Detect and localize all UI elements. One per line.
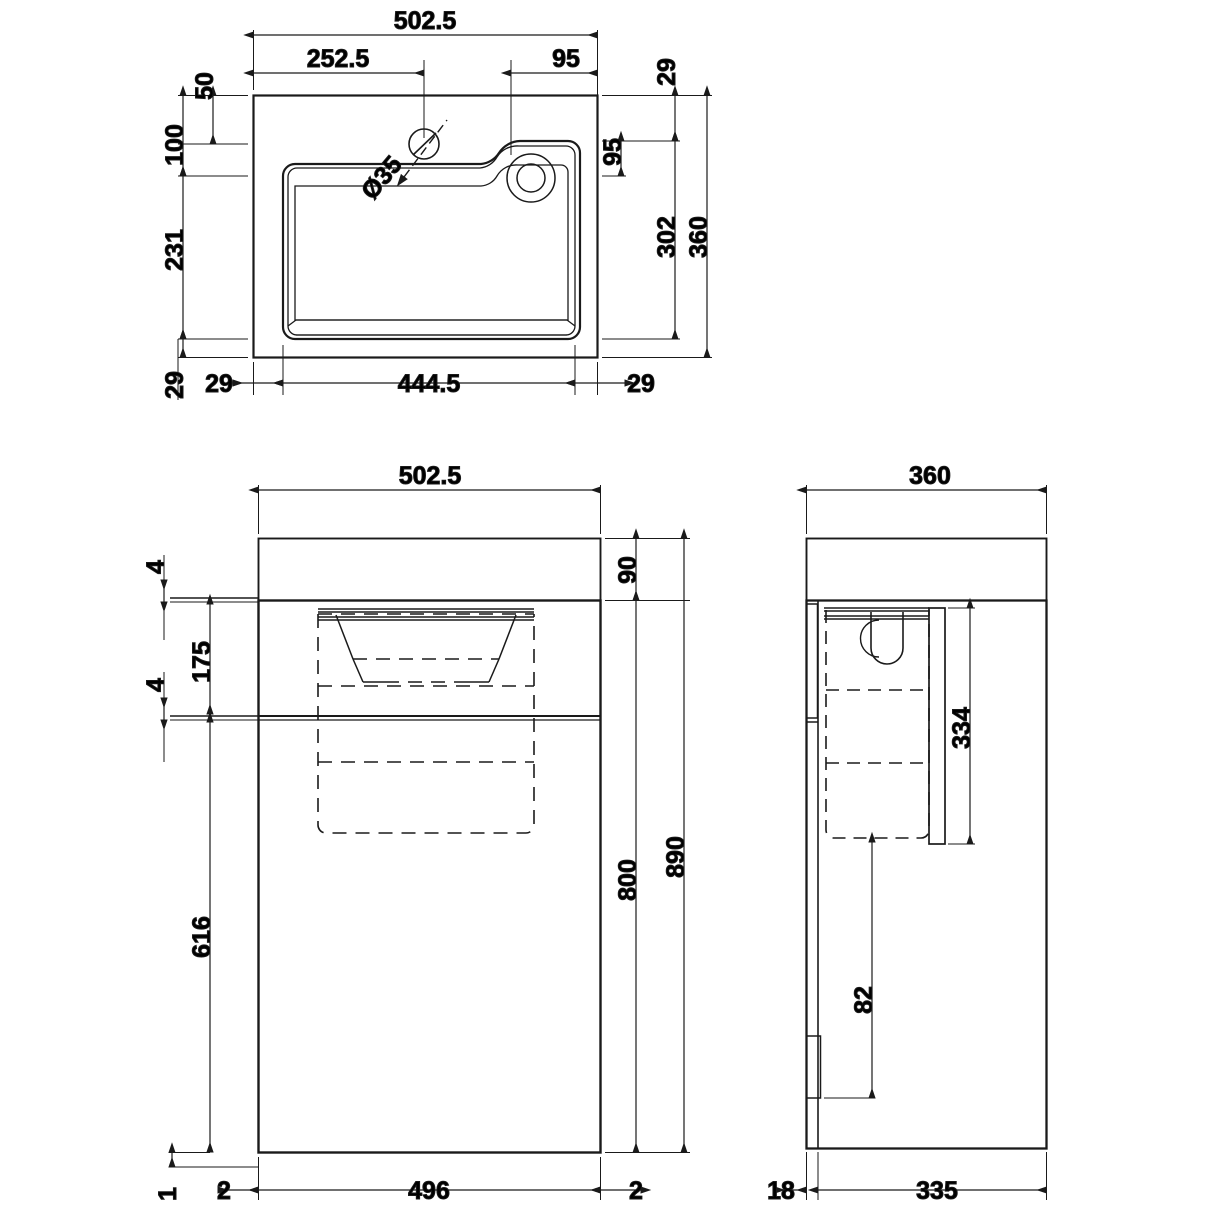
dim-top-29-vert-bottom: 29	[161, 371, 189, 399]
dim-side-335: 335	[916, 1177, 958, 1205]
dim-top-95: 95	[552, 45, 580, 73]
side-view-group: 360 334 82 18 335	[767, 462, 1048, 1206]
dim-top-29-right: 29	[627, 370, 655, 398]
front-hidden-lines	[317, 613, 535, 834]
side-door-panel	[928, 607, 946, 845]
dim-top-252-5: 252.5	[307, 45, 370, 73]
side-dimension-lines	[774, 486, 1048, 1194]
front-view-group: 502.5 90 800 890 4 4 175 616 1 2 496 2	[142, 462, 691, 1206]
dim-top-360: 360	[685, 216, 713, 258]
dim-front-800: 800	[614, 859, 642, 901]
dim-front-175: 175	[188, 641, 216, 683]
dim-side-334: 334	[948, 707, 976, 749]
dim-front-616: 616	[188, 916, 216, 958]
dim-top-100: 100	[161, 124, 189, 166]
dim-top-231: 231	[161, 229, 189, 271]
front-basin-rim-lines	[318, 608, 534, 621]
dim-front-1: 1	[154, 1187, 182, 1201]
top-drain-outer-circle	[506, 153, 556, 203]
side-waste-trap-outline	[870, 612, 904, 665]
dim-top-302: 302	[653, 216, 681, 258]
dim-top-444-5: 444.5	[398, 370, 461, 398]
side-basin-rim-lines	[824, 607, 929, 620]
dim-side-360: 360	[909, 462, 951, 490]
side-hidden-lines	[825, 610, 930, 839]
dim-top-29-left: 29	[205, 370, 233, 398]
top-tap-leader-line	[396, 119, 448, 187]
dim-top-29-topright: 29	[653, 58, 681, 86]
top-drain-inner-circle	[516, 163, 546, 193]
front-bowl-taper-hidden	[353, 658, 499, 683]
top-bowl-inner-contour-1	[287, 145, 576, 336]
dim-front-2-left: 2	[217, 1177, 231, 1205]
top-bowl-inner-contour-2	[294, 164, 569, 321]
front-dimension-lines	[160, 486, 688, 1194]
side-basin-slab	[805, 537, 1048, 602]
side-extension-lines	[806, 485, 1047, 1200]
dim-top-dia35: Ø35	[356, 151, 408, 205]
top-bowl-corner-chamfer-left	[287, 319, 297, 327]
dim-front-502-5: 502.5	[399, 462, 462, 490]
top-tap-hole-slash	[412, 132, 437, 156]
side-wall-bracket-upper	[805, 603, 819, 719]
top-bowl-outer	[281, 139, 582, 341]
dim-top-50: 50	[191, 72, 219, 100]
front-basin-slab	[257, 537, 602, 602]
dim-front-496: 496	[408, 1177, 450, 1205]
dim-side-82: 82	[850, 986, 878, 1014]
side-waste-trap-inner-arc	[859, 619, 880, 658]
dim-top-502-5: 502.5	[394, 7, 457, 35]
dim-front-4-upper: 4	[142, 560, 170, 574]
dim-front-2-right: 2	[629, 1177, 643, 1205]
dim-top-95-right: 95	[599, 138, 627, 166]
dim-side-18: 18	[767, 1177, 795, 1205]
front-cabinet-body	[257, 599, 602, 1154]
top-basin-outline	[252, 94, 599, 359]
top-view-group: 502.5 252.5 95 29 50 100 231 29 95 302 3…	[161, 7, 714, 400]
dim-front-90: 90	[614, 556, 642, 584]
dim-front-4-lower: 4	[142, 678, 170, 692]
top-bowl-corner-chamfer-right	[566, 319, 576, 327]
top-dimension-lines	[179, 31, 711, 387]
dim-front-890: 890	[662, 836, 690, 878]
front-extension-lines	[163, 485, 690, 1200]
top-extension-lines	[177, 30, 712, 400]
side-plinth-block	[805, 1035, 822, 1099]
side-cabinet-body	[805, 599, 1048, 1150]
front-bowl-taper	[335, 614, 517, 683]
